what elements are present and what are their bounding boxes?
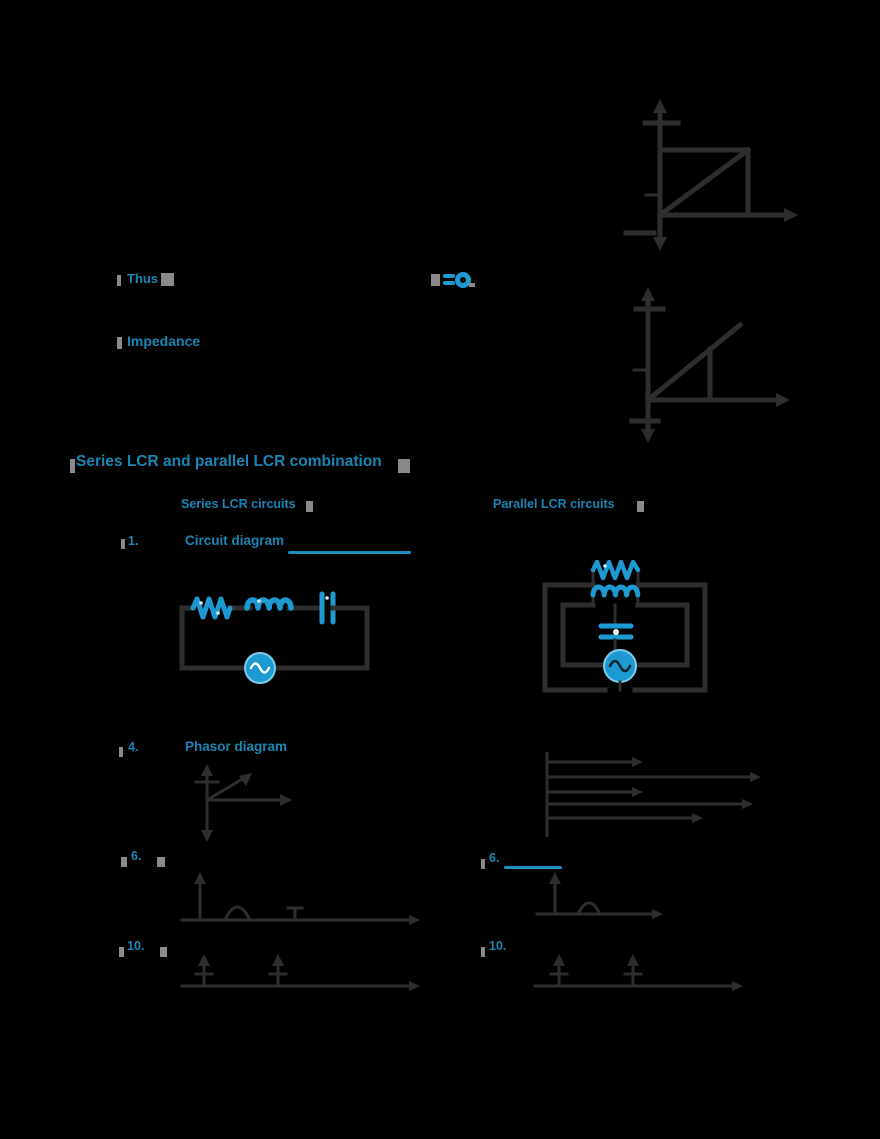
text-fragment (398, 459, 410, 473)
section-heading: Series LCR and parallel LCR combination (76, 453, 382, 470)
parallel-lcr-circuit-diagram (542, 559, 708, 693)
phasor-axes-diagram (629, 287, 790, 443)
series-lcr-circuit-diagram (179, 591, 370, 684)
text-fragment (160, 947, 167, 957)
row1-underline (288, 551, 411, 554)
text-fragment (117, 337, 122, 349)
row4-right-diagram (533, 954, 743, 991)
text-fragment (157, 857, 165, 867)
row3-number-right: 6. (489, 851, 500, 865)
row1-label: Circuit diagram (185, 533, 285, 548)
row2-number: 4. (128, 740, 139, 754)
key-icon (443, 272, 475, 288)
impedance-triangle-diagram (623, 99, 798, 251)
text-fragment (121, 539, 125, 549)
row4-left-diagram (180, 954, 420, 991)
row2-label: Phasor diagram (185, 739, 288, 754)
series-column-header: Series LCR circuits (181, 497, 296, 511)
text-fragment (481, 947, 485, 957)
ac-source-icon (244, 652, 276, 684)
ac-source-icon (603, 649, 637, 683)
text-fragment (431, 274, 440, 286)
text-fragment (119, 747, 123, 757)
row1-number: 1. (128, 534, 139, 548)
text-fragment (306, 501, 313, 512)
parallel-column-header: Parallel LCR circuits (493, 497, 615, 511)
row3-right-underline (504, 866, 562, 869)
row4-number-left: 10. (127, 939, 145, 953)
series-phasor-diagram (194, 764, 292, 842)
text-fragment (161, 273, 174, 286)
row3-left-diagram (180, 872, 420, 925)
row4-number-right: 10. (489, 939, 507, 953)
text-fragment (121, 857, 127, 867)
text-fragment (119, 947, 124, 957)
row3-right-diagram (535, 872, 663, 919)
text-fragment (117, 275, 121, 286)
parallel-phasor-diagram (545, 752, 761, 837)
text-fragment (70, 459, 75, 473)
text-fragment (637, 501, 644, 512)
impedance-text: Impedance (127, 333, 201, 349)
thus-text: Thus (127, 271, 159, 286)
text-fragment (481, 859, 485, 869)
row3-number-left: 6. (131, 849, 142, 863)
